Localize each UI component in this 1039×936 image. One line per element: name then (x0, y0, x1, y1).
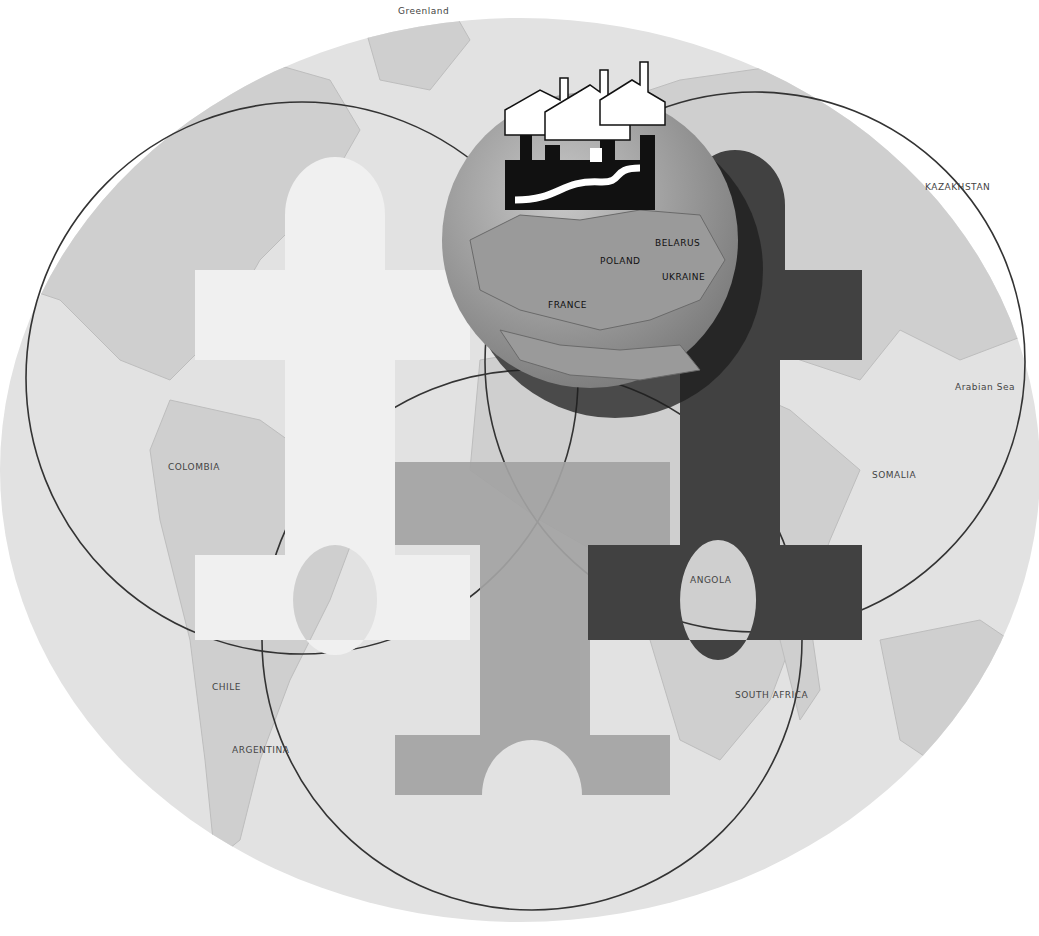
continents (0, 5, 1039, 860)
map-label: FRANCE (548, 300, 587, 310)
map-label: ARGENTINA (232, 745, 289, 755)
map-label: UKRAINE (662, 272, 705, 282)
map-label: SOMALIA (872, 470, 916, 480)
house-icons (505, 62, 665, 140)
world-map (0, 18, 1039, 922)
globe-land (470, 210, 725, 380)
map-label: SOUTH AFRICA (735, 690, 808, 700)
map-label: Arabian Sea (955, 382, 1015, 392)
map-label: COLOMBIA (168, 462, 220, 472)
globe-shadow (467, 122, 763, 418)
map-label: ANGOLA (690, 575, 731, 585)
factory-icon (505, 130, 655, 210)
map-label: BELARUS (655, 238, 700, 248)
map-label: POLAND (600, 256, 641, 266)
overlap-circles (26, 92, 1025, 910)
puzzle-figure-light (195, 157, 470, 655)
map-label: KAZAKHSTAN (925, 182, 990, 192)
map-label: Greenland (398, 6, 449, 16)
map-label: CHILE (212, 682, 241, 692)
